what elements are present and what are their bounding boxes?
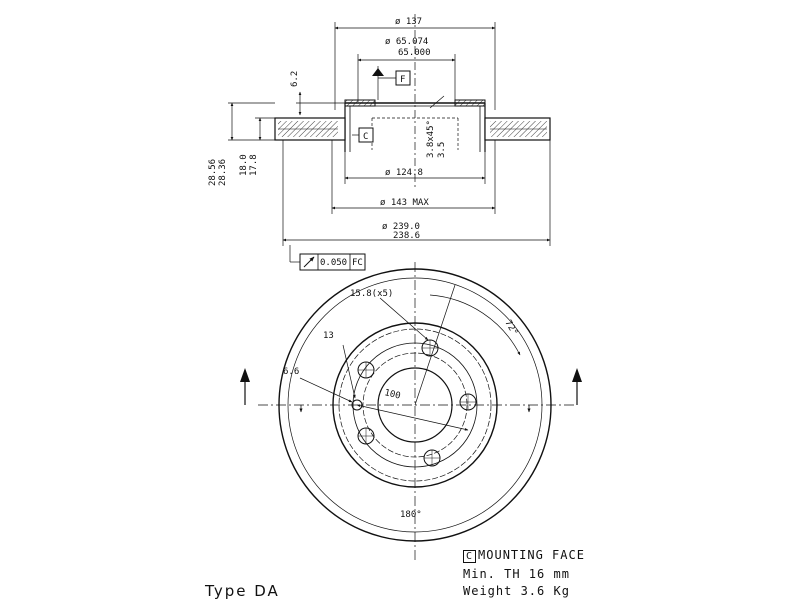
dim-th-total-max: 28.56 — [208, 159, 218, 186]
mounting-face-text: MOUNTING FACE — [478, 548, 585, 562]
datum-f-label: F — [400, 75, 405, 85]
tolerance-ref: FC — [352, 258, 363, 268]
dim-disc-max: ø 239.0 — [382, 222, 420, 232]
dim-outer-hat: ø 137 — [395, 17, 422, 27]
pcd-label: 100 — [383, 388, 401, 401]
type-label: Type DA — [205, 582, 280, 600]
min-thickness-note: Min. TH 16 mm — [463, 567, 570, 581]
angle-180-label: 180° — [400, 510, 422, 520]
angle-72-label: 72° — [502, 319, 519, 338]
tolerance-value: 0.050 — [320, 258, 347, 268]
dim-hat-max: ø 143 MAX — [380, 198, 429, 208]
dim-inner-ring: ø 124.8 — [385, 168, 423, 178]
dim-th-total-min: 28.36 — [218, 159, 228, 186]
dim-disc-min: 238.6 — [393, 231, 420, 241]
offset-label: 6.6 — [283, 367, 299, 377]
dim-hat-step: 6.2 — [290, 71, 300, 87]
dim-th-friction-max: 18.0 — [239, 154, 249, 176]
dim-th-friction-min: 17.8 — [249, 154, 259, 176]
hole-small-label: 13 — [323, 331, 334, 341]
bolt-holes-label: 15.8(x5) — [350, 289, 393, 299]
dim-chamfer-b: 3.5 — [437, 142, 447, 158]
front-view — [240, 262, 582, 560]
dimension-labels: ø 137 ø 65.074 65.000 F 6.2 C 3.8x45° 3.… — [208, 17, 519, 520]
weight-note: Weight 3.6 Kg — [463, 584, 570, 598]
section-view — [228, 14, 551, 271]
dim-chamfer-a: 3.8x45° — [426, 120, 436, 158]
datum-c-label: C — [363, 132, 368, 142]
dim-bore-max: ø 65.074 — [385, 37, 428, 47]
dim-bore-min: 65.000 — [398, 48, 431, 58]
mounting-datum-box: C — [463, 550, 477, 563]
